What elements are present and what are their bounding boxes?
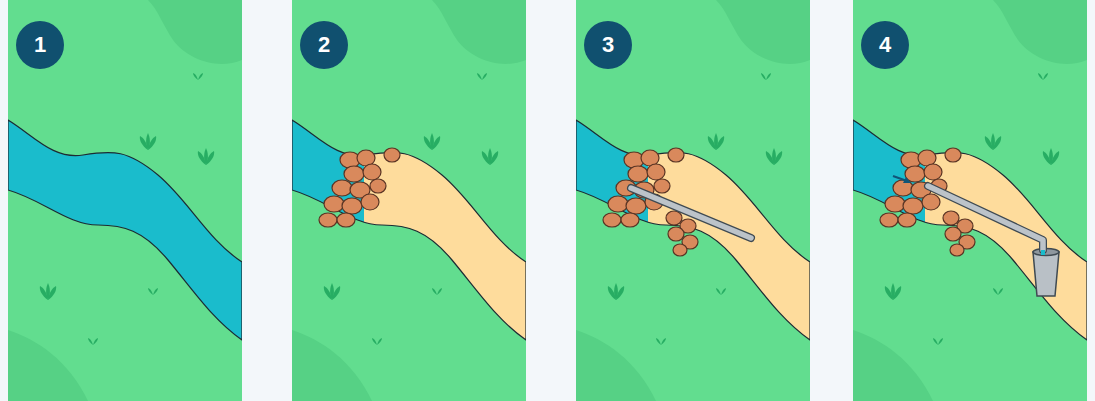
callout-number: 2 xyxy=(300,21,348,69)
step-badge: 4 xyxy=(861,21,909,69)
callout-number: 1 xyxy=(16,21,64,69)
step-badge: 2 xyxy=(300,21,348,69)
step-badge: 1 xyxy=(16,21,64,69)
callout-number: 4 xyxy=(861,21,909,69)
step-badge: 3 xyxy=(584,21,632,69)
callout-number: 3 xyxy=(584,21,632,69)
